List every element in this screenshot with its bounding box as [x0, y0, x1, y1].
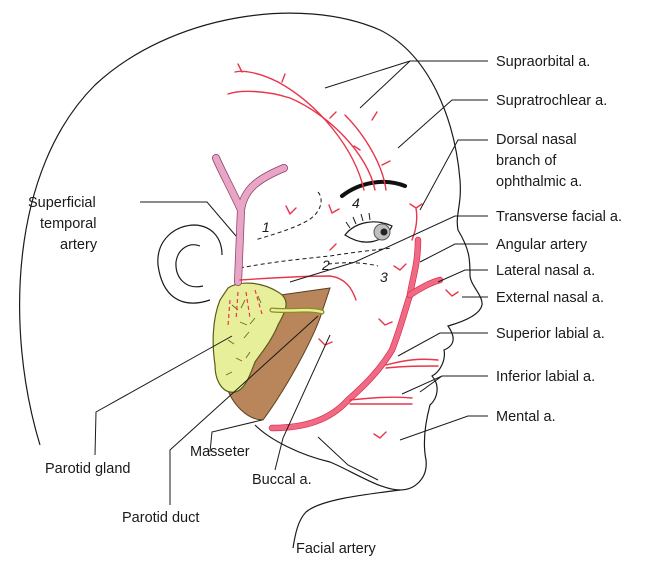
label-parotid-duct: Parotid duct	[122, 510, 199, 526]
label-superficial-temporal-2: temporal	[40, 216, 96, 232]
ear	[158, 225, 222, 303]
region-2-boundary	[240, 248, 392, 268]
label-dorsal-nasal-3: ophthalmic a.	[496, 174, 582, 190]
label-buccal: Buccal a.	[252, 472, 312, 488]
label-supraorbital: Supraorbital a.	[496, 54, 590, 70]
supratrochlear-artery	[345, 115, 386, 190]
leader-dorsal-nasal	[420, 140, 488, 210]
leader-mental	[400, 416, 488, 440]
leader-facial-artery	[318, 437, 378, 480]
label-parotid-gland: Parotid gland	[45, 461, 130, 477]
label-superficial-temporal-1: Superficial	[28, 195, 96, 211]
supraorbital-artery-1	[235, 71, 364, 190]
leader-supraorbital	[325, 61, 488, 108]
inferior-labial-artery	[350, 397, 412, 404]
leader-lateral-nasal	[438, 270, 488, 282]
label-mental: Mental a.	[496, 409, 556, 425]
label-dorsal-nasal-2: branch of	[496, 153, 557, 169]
forehead-twigs	[238, 64, 390, 214]
number-3: 3	[380, 269, 388, 285]
ear-inner	[176, 245, 203, 287]
label-superficial-temporal-3: artery	[60, 237, 98, 253]
label-facial-artery: Facial artery	[296, 541, 377, 557]
pupil	[381, 229, 388, 236]
leader-angular	[420, 244, 488, 262]
label-supratrochlear: Supratrochlear a.	[496, 93, 607, 109]
neck-outline	[293, 490, 400, 548]
label-dorsal-nasal-1: Dorsal nasal	[496, 132, 577, 148]
label-angular: Angular artery	[496, 237, 588, 253]
label-inferior-labial: Inferior labial a.	[496, 369, 595, 385]
number-1: 1	[262, 219, 270, 235]
label-masseter: Masseter	[190, 444, 250, 460]
leader-superior-labial	[398, 333, 488, 356]
number-4: 4	[352, 195, 360, 211]
label-superior-labial: Superior labial a.	[496, 326, 605, 342]
supraorbital-artery-2	[228, 91, 375, 190]
label-external-nasal: External nasal a.	[496, 290, 604, 306]
leader-inferior-labial	[402, 376, 488, 394]
superior-labial-artery	[386, 359, 438, 368]
region-3-boundary	[328, 263, 378, 266]
leader-superficial-temporal	[140, 202, 236, 236]
label-transverse-facial: Transverse facial a.	[496, 209, 622, 225]
label-lateral-nasal: Lateral nasal a.	[496, 263, 595, 279]
